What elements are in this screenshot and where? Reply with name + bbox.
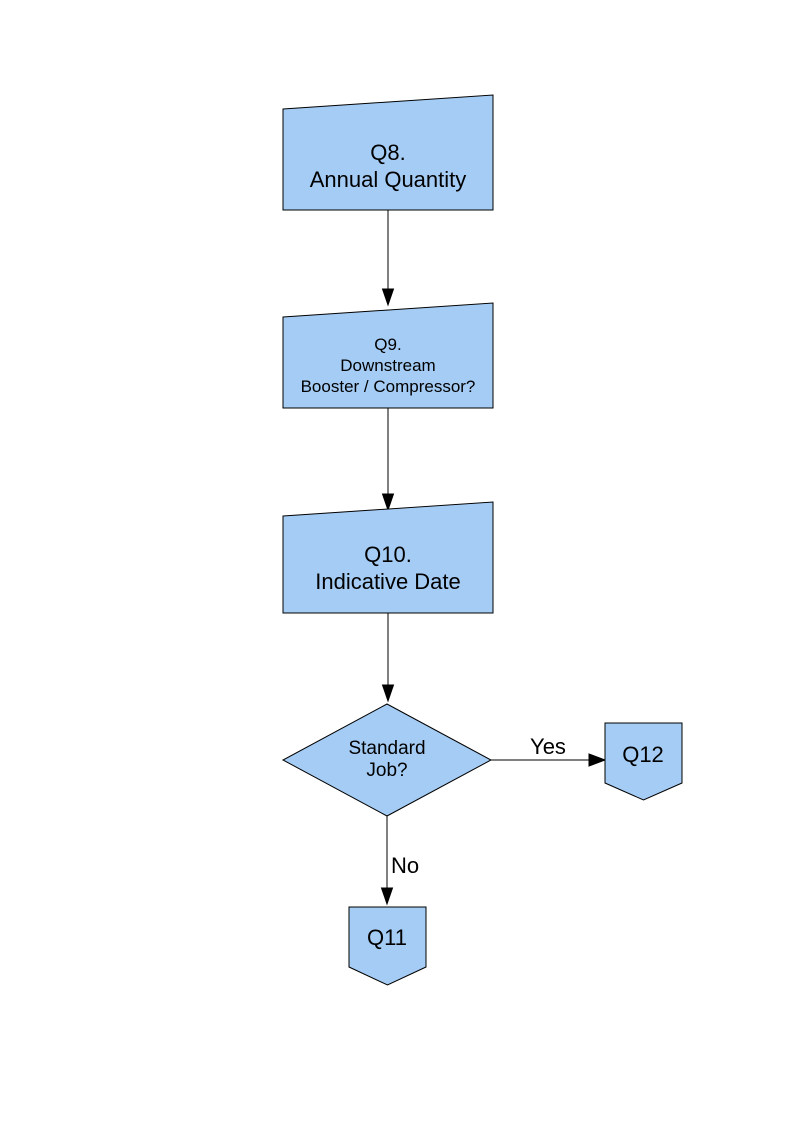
q10-label-line2: Indicative Date bbox=[315, 569, 461, 594]
node-standard-job-decision: Standard Job? bbox=[281, 703, 493, 817]
q12-offpage-connector-shape bbox=[604, 722, 683, 801]
node-q11: Q11 bbox=[348, 906, 427, 986]
edge-decision-to-q11: No bbox=[380, 816, 419, 906]
yes-edge-label: Yes bbox=[530, 734, 566, 759]
q8-label-line2: Annual Quantity bbox=[310, 167, 467, 192]
no-arrowhead-icon bbox=[380, 887, 394, 906]
q11-label: Q11 bbox=[367, 925, 407, 950]
q8-label-line1: Q8. bbox=[370, 140, 405, 165]
q12-label: Q12 bbox=[622, 742, 664, 767]
edge-q9-to-q10 bbox=[381, 408, 395, 512]
edge-q10-to-decision bbox=[381, 613, 395, 703]
edge-q8-to-q9 bbox=[381, 210, 395, 307]
q9-label-line3: Booster / Compressor? bbox=[301, 377, 476, 396]
standard-job-label-line2: Job? bbox=[366, 760, 407, 781]
node-q9: Q9. Downstream Booster / Compressor? bbox=[282, 302, 494, 409]
no-edge-label: No bbox=[391, 853, 419, 878]
q9-manual-input-shape bbox=[282, 302, 494, 409]
edge-decision-to-q12: Yes bbox=[491, 734, 607, 767]
q9-q10-arrowhead-icon bbox=[381, 493, 395, 512]
q10-manual-input-shape bbox=[282, 501, 494, 614]
q10-decision-arrowhead-icon bbox=[381, 684, 395, 703]
q9-label-line1: Q9. bbox=[374, 335, 401, 354]
q8-manual-input-shape bbox=[282, 94, 494, 211]
standard-job-label-line1: Standard bbox=[348, 738, 425, 759]
node-q10: Q10. Indicative Date bbox=[282, 501, 494, 614]
node-q12: Q12 bbox=[604, 722, 683, 801]
q9-label-line2: Downstream bbox=[340, 356, 435, 375]
yes-arrowhead-icon bbox=[588, 753, 607, 767]
q11-offpage-connector-shape bbox=[348, 906, 427, 986]
node-q8: Q8. Annual Quantity bbox=[282, 94, 494, 211]
q10-label-line1: Q10. bbox=[364, 542, 412, 567]
q8-q9-arrowhead-icon bbox=[381, 288, 395, 307]
